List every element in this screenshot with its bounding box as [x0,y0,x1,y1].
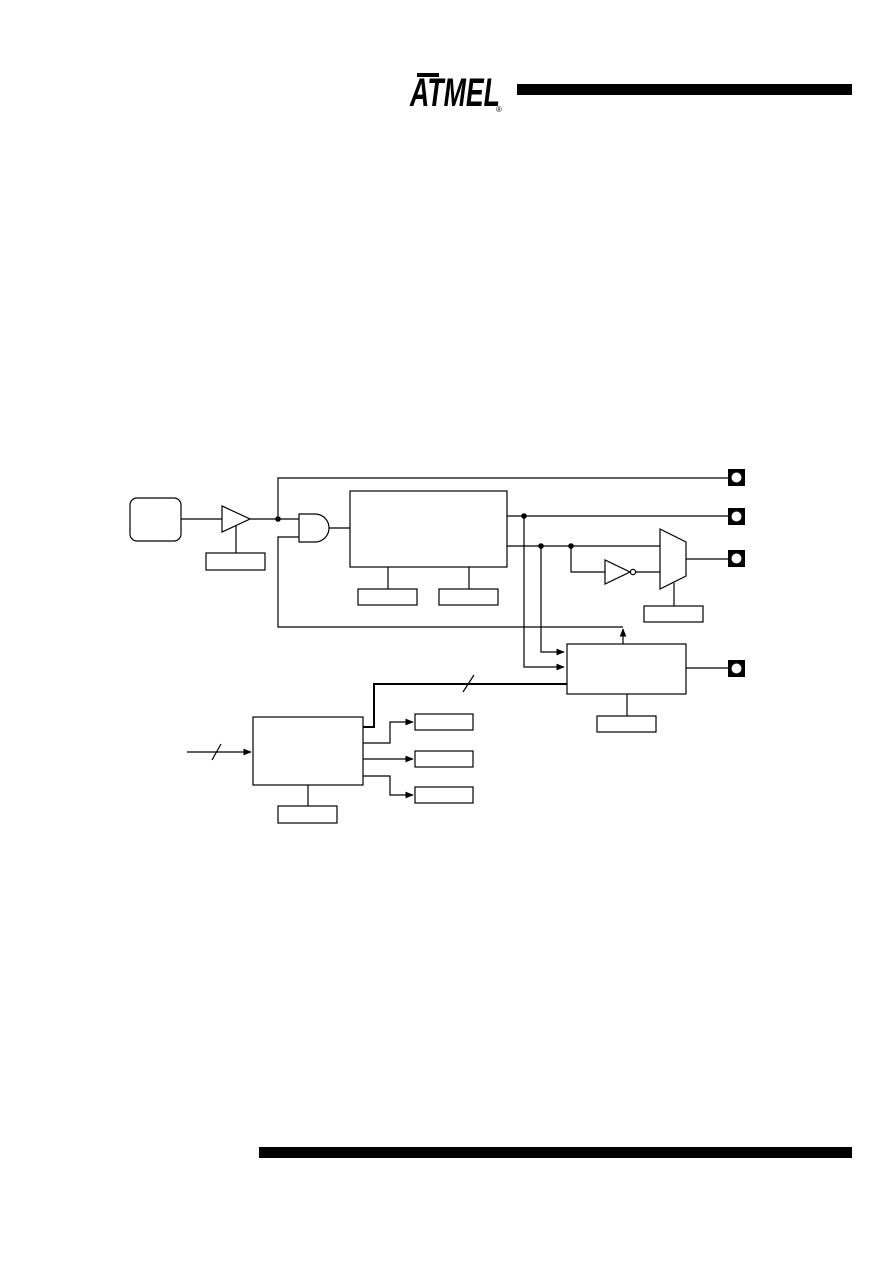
counter-register-box-a [357,588,418,606]
control-register-box [596,715,657,733]
decoder-output-box-3 [414,786,474,804]
counter-block [349,490,508,568]
logo-bar [417,73,439,77]
output-pin-1 [728,469,745,486]
inverter-input-wire [570,546,605,573]
logo-text: ATMEL [409,71,500,115]
decoder-block [252,716,364,786]
decoder-output-box-1 [414,713,474,731]
output-pins [728,469,745,677]
multiplexer [659,528,687,590]
output-pin-4 [728,660,745,677]
bus-wire [363,683,567,728]
buffer-register-box [205,552,266,571]
decoder-output-3-wire [363,775,414,799]
decoder-output-1-wire [363,718,414,744]
counter-to-control-wire-2 [540,546,565,656]
control-logic-block [566,643,687,695]
footer-rule [259,1147,852,1158]
decoder-output-box-2 [414,750,474,768]
decoder-register-box [277,805,338,824]
output-pin-2 [728,508,745,525]
registered-mark: ® [496,105,502,114]
and-gate [298,513,330,543]
bus-slash [462,674,475,693]
inverter-bubble [629,568,637,576]
counter-register-box-b [438,588,499,606]
header-rule [517,84,852,95]
inverter [604,559,632,585]
buffer-amplifier [221,505,252,533]
mux-register-box [643,605,704,623]
block-diagram [129,477,728,824]
atmel-logo: ATMEL ® [409,71,502,115]
output-pin-3 [728,550,745,567]
input-bus-slash [211,743,222,761]
bypass-wire [277,477,728,519]
counter-to-control-wire-1 [523,516,565,671]
feedback-wire [277,536,623,628]
oscillator-block [129,497,182,542]
